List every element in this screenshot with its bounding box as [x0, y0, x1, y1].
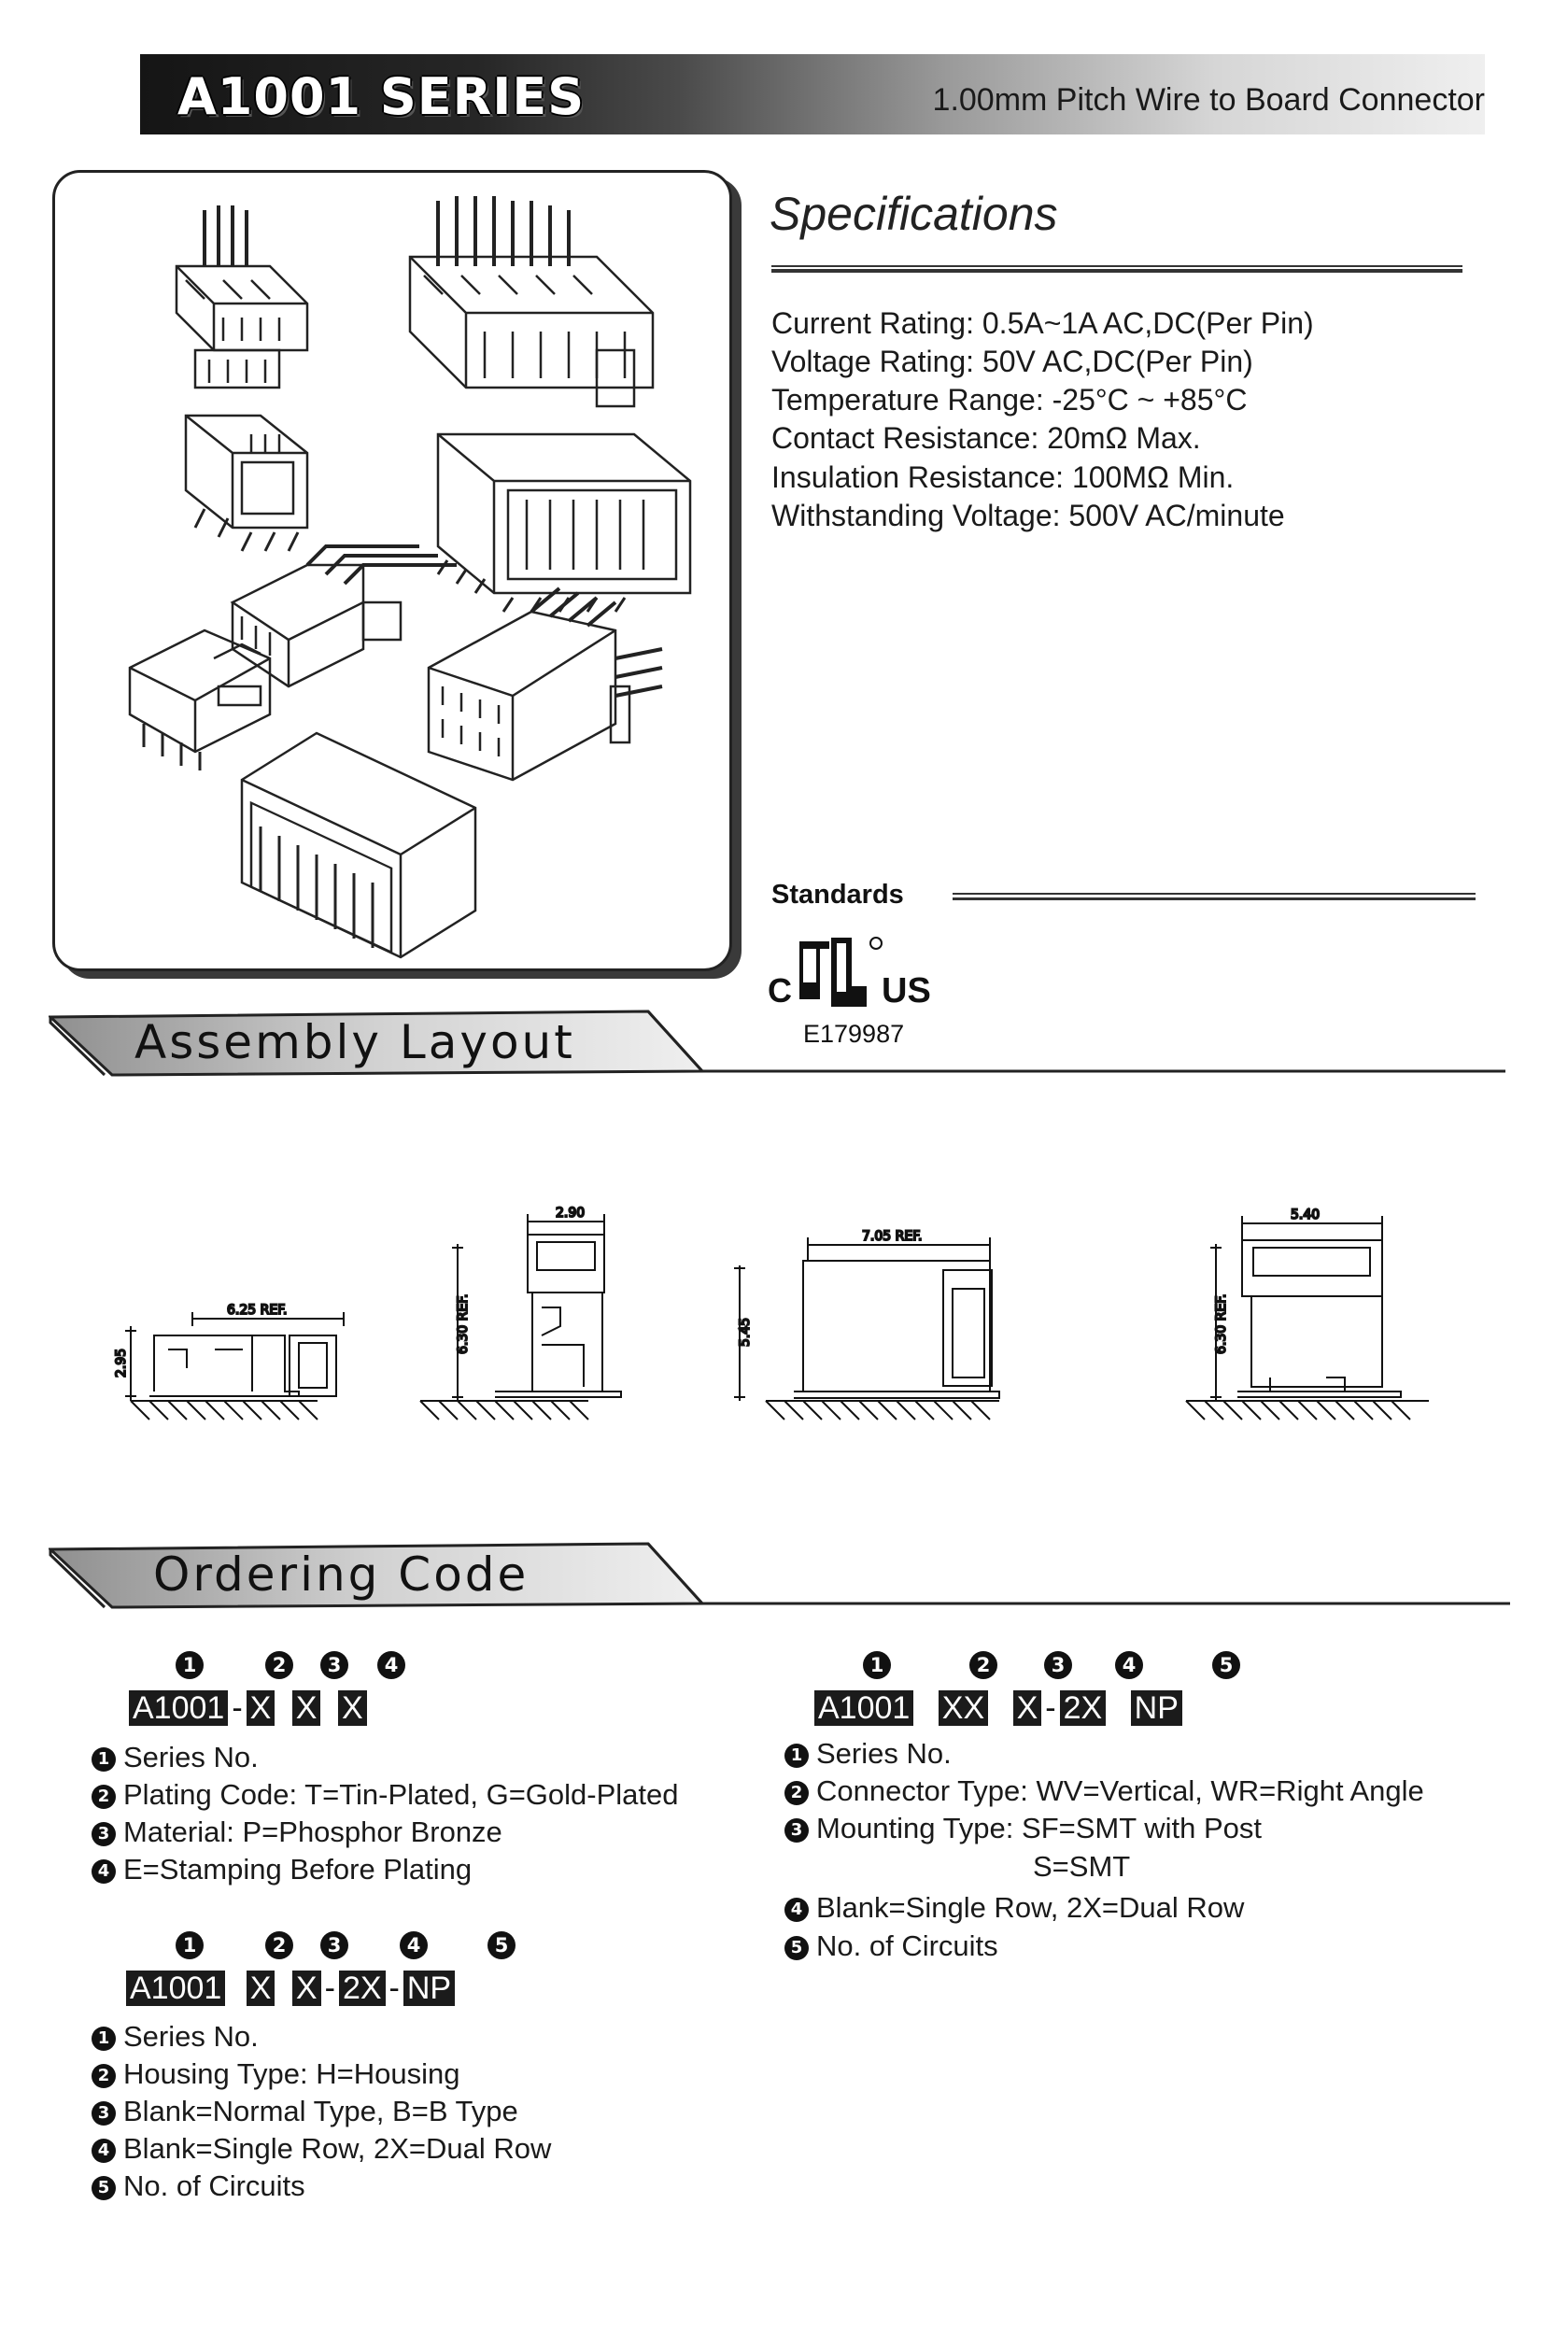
code3-part-row: 2X: [1059, 1690, 1107, 1726]
ul-certification-mark: C US: [768, 934, 954, 1018]
spec-insulation-resistance: Insulation Resistance: 100MΩ Min.: [771, 460, 1235, 494]
assembly-layout-drawings: 6.25 REF. 2.95 2.90 6.30 REF. 7.05 REF. …: [113, 1205, 1429, 1420]
smt-header-large-illustration: [240, 731, 477, 959]
code1-marker-1: 1: [176, 1651, 204, 1679]
code2-part-circuits: NP: [403, 1971, 456, 2006]
code2-part-dash-2: -: [388, 1971, 400, 2006]
assembly-drawing-mated-vertical: [734, 1237, 1000, 1420]
header-dual-row-illustration: [436, 432, 692, 613]
header-vertical-small-illustration: [184, 414, 309, 552]
code2-part-row: 2X: [338, 1971, 386, 2006]
code3-part-circuits: NP: [1130, 1690, 1182, 1726]
housing-right-angle-illustration: [230, 544, 457, 688]
ul-mark-c: C: [768, 971, 792, 1010]
code3-marker-5: 5: [1212, 1651, 1240, 1679]
dim-3-width: 7.05 REF.: [862, 1229, 922, 1244]
code1-part-dash: -: [232, 1690, 243, 1726]
spec-contact-resistance: Contact Resistance: 20mΩ Max.: [771, 421, 1201, 455]
code3-marker-1: 1: [863, 1651, 891, 1679]
code2-marker-5: 5: [487, 1931, 516, 1959]
ordering-code-banner: Ordering Code: [49, 1536, 1510, 1611]
certificate-number: E179987: [803, 1020, 905, 1048]
spec-voltage-rating: Voltage Rating: 50V AC,DC(Per Pin): [771, 345, 1253, 378]
code1-marker-2: 2: [265, 1651, 293, 1679]
housing-dual-row-illustration: [408, 196, 655, 408]
code2-part-housing-type: X: [246, 1971, 275, 2006]
code1-part-series: A1001: [129, 1690, 229, 1726]
smt-header-small-illustration: [128, 629, 272, 770]
series-subtitle: 1.00mm Pitch Wire to Board Connector: [932, 82, 1485, 118]
code3-item-3-continued: S=SMT: [1033, 1850, 1131, 1883]
series-title: A1001 SERIES: [177, 67, 586, 126]
code2-part-dash-1: -: [324, 1971, 335, 2006]
code1-marker-3: 3: [320, 1651, 348, 1679]
code2-marker-4: 4: [400, 1931, 428, 1959]
assembly-layout-banner: Assembly Layout: [49, 1004, 1510, 1079]
code3-marker-3: 3: [1044, 1651, 1072, 1679]
dim-4-height: 6.30 REF.: [1214, 1294, 1229, 1354]
standards-label: Standards: [771, 880, 904, 910]
series-header-bar: A1001 SERIES 1.00mm Pitch Wire to Board …: [140, 54, 1485, 134]
code3-marker-4: 4: [1115, 1651, 1143, 1679]
code3-part-dash: -: [1045, 1690, 1056, 1726]
product-images-panel: [52, 170, 732, 971]
code3-part-connector-type: XX: [938, 1690, 989, 1726]
dim-2-height: 6.30 REF.: [456, 1294, 471, 1354]
assembly-drawing-right-angle-housing: [125, 1312, 345, 1420]
connector-illustrations: [128, 196, 692, 959]
specifications-divider: [771, 265, 1462, 273]
code3-marker-2: 2: [969, 1651, 997, 1679]
code3-part-mounting: X: [1012, 1690, 1042, 1726]
code1-part-number: A1001-X X X: [129, 1690, 367, 1726]
code2-marker-3: 3: [320, 1931, 348, 1959]
code3-part-series: A1001: [814, 1690, 914, 1726]
ordering-code-title: Ordering Code: [153, 1547, 530, 1602]
housing-small-illustration: [175, 205, 309, 389]
code1-part-stamping: X: [337, 1690, 367, 1726]
code1-part-plating: X: [246, 1690, 275, 1726]
dim-1-height: 2.95: [114, 1349, 129, 1377]
code2-marker-1: 1: [176, 1931, 204, 1959]
ordering-banner-shape: [49, 1542, 1510, 1609]
standards-divider: [953, 893, 1476, 900]
housing-dual-right-angle-illustration: [427, 586, 663, 782]
spec-temperature-range: Temperature Range: -25°C ~ +85°C: [771, 383, 1248, 417]
dim-3-height: 5.45: [738, 1318, 753, 1347]
assembly-drawing-vertical-narrow: [419, 1214, 622, 1420]
dim-4-width: 5.40: [1291, 1208, 1320, 1222]
assembly-layout-title: Assembly Layout: [134, 1015, 575, 1069]
dim-2-width: 2.90: [556, 1206, 585, 1221]
code2-marker-2: 2: [265, 1931, 293, 1959]
assembly-drawing-mated-right-angle: [1185, 1216, 1429, 1420]
code2-part-number: A1001 X X-2X-NP: [126, 1971, 456, 2006]
assembly-banner-shape: [49, 1010, 1505, 1077]
code1-marker-4: 4: [377, 1651, 405, 1679]
specifications-title: Specifications: [770, 188, 1058, 240]
dim-1-width: 6.25 REF.: [227, 1303, 287, 1318]
spec-current-rating: Current Rating: 0.5A~1A AC,DC(Per Pin): [771, 306, 1314, 340]
code1-part-material: X: [291, 1690, 321, 1726]
code3-part-number: A1001 XX X-2X NP: [814, 1690, 1182, 1726]
code2-part-series: A1001: [126, 1971, 226, 2006]
ul-mark-us: US: [882, 971, 931, 1010]
ul-logo-icon: [799, 937, 883, 1007]
code2-part-variant: X: [291, 1971, 321, 2006]
spec-withstanding-voltage: Withstanding Voltage: 500V AC/minute: [771, 499, 1285, 532]
